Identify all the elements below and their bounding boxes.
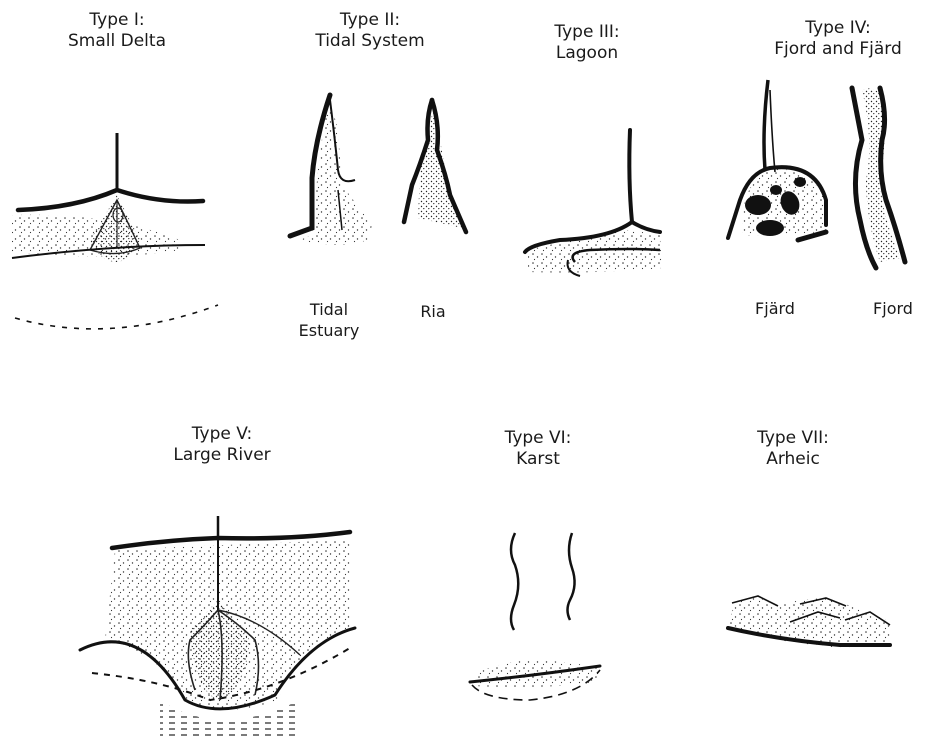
large-river-sketch	[80, 516, 355, 740]
small-delta-sketch	[12, 133, 218, 329]
fjord-sketch	[852, 88, 905, 268]
arheic-sketch	[728, 596, 892, 648]
ria-sketch	[404, 100, 466, 232]
karst-sketch	[470, 533, 600, 700]
lagoon-sketch	[525, 130, 662, 276]
tidal-estuary-sketch	[290, 95, 372, 245]
fjard-sketch	[728, 80, 828, 240]
